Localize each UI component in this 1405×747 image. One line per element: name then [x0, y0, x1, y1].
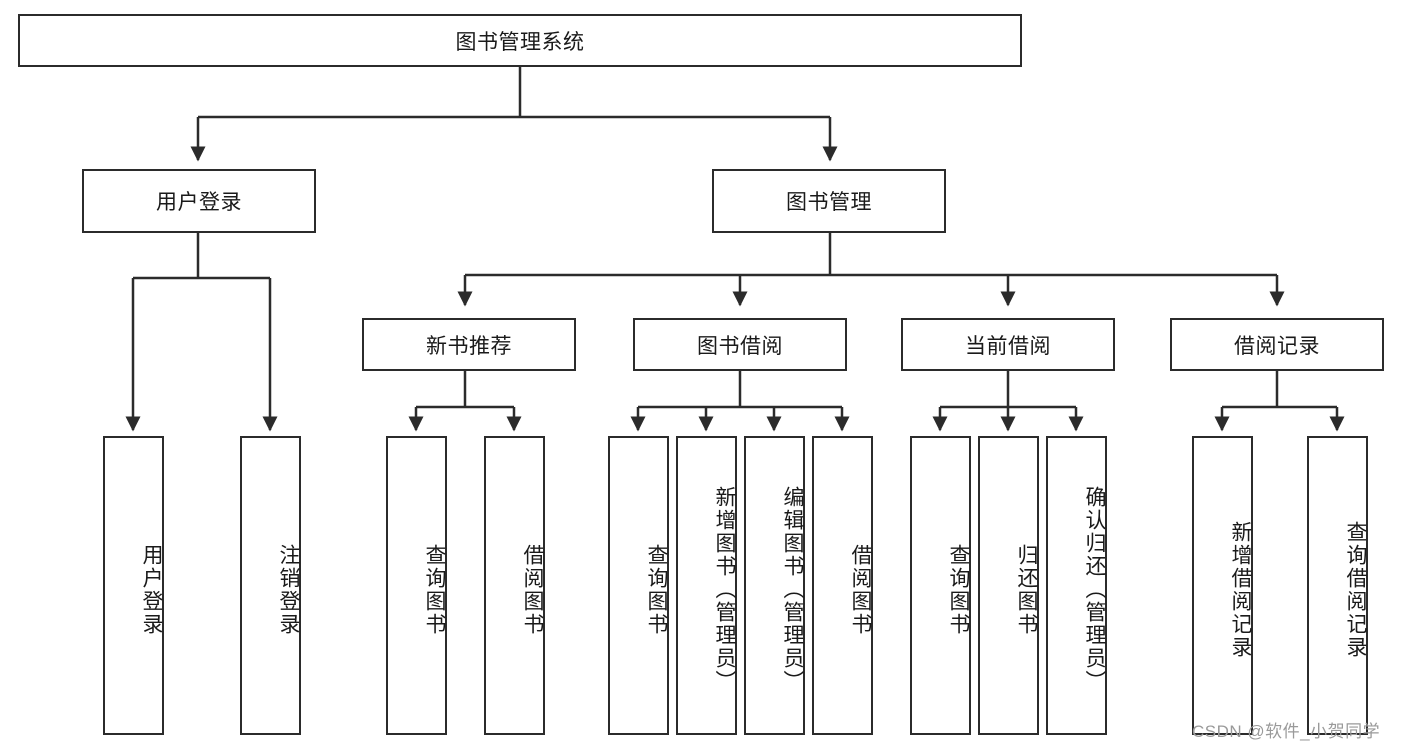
node-book-management-label: 图书管理 [786, 191, 872, 214]
node-root-label: 图书管理系统 [455, 30, 585, 54]
node-leaf-borrow-book-1[interactable]: 借阅图书 [484, 436, 545, 735]
node-leaf-edit-book-label: 编辑图书（管理员） [781, 486, 804, 693]
node-book-borrow[interactable]: 图书借阅 [633, 318, 847, 371]
node-current-borrow-label: 当前借阅 [965, 334, 1051, 358]
node-current-borrow[interactable]: 当前借阅 [901, 318, 1115, 371]
node-leaf-logout[interactable]: 注销登录 [240, 436, 301, 735]
node-new-book-recommend-label: 新书推荐 [426, 334, 512, 358]
node-leaf-user-login[interactable]: 用户登录 [103, 436, 164, 735]
node-leaf-query-book-3[interactable]: 查询图书 [910, 436, 971, 735]
node-leaf-return-book[interactable]: 归还图书 [978, 436, 1039, 735]
node-leaf-borrow-book-1-label: 借阅图书 [521, 543, 544, 636]
node-leaf-add-record[interactable]: 新增借阅记录 [1192, 436, 1253, 735]
node-leaf-add-record-label: 新增借阅记录 [1229, 520, 1252, 659]
node-book-borrow-label: 图书借阅 [697, 334, 783, 358]
csdn-watermark: CSDN @软件_小贺同学 [1192, 722, 1381, 741]
node-leaf-query-book-1-label: 查询图书 [423, 543, 446, 636]
node-leaf-query-book-3-label: 查询图书 [947, 543, 970, 636]
node-leaf-confirm-return[interactable]: 确认归还（管理员） [1046, 436, 1107, 735]
node-user-login-label: 用户登录 [156, 191, 242, 214]
node-leaf-user-login-label: 用户登录 [140, 543, 163, 636]
node-leaf-query-book-2-label: 查询图书 [645, 543, 668, 636]
node-root[interactable]: 图书管理系统 [18, 14, 1022, 67]
node-leaf-logout-label: 注销登录 [277, 543, 300, 636]
node-leaf-add-book-label: 新增图书（管理员） [713, 486, 736, 693]
node-book-management[interactable]: 图书管理 [712, 169, 946, 233]
node-leaf-confirm-return-label: 确认归还（管理员） [1083, 486, 1106, 693]
node-user-login[interactable]: 用户登录 [82, 169, 316, 233]
node-borrow-record-label: 借阅记录 [1234, 334, 1320, 358]
node-new-book-recommend[interactable]: 新书推荐 [362, 318, 576, 371]
node-leaf-query-record-label: 查询借阅记录 [1344, 520, 1367, 659]
node-borrow-record[interactable]: 借阅记录 [1170, 318, 1384, 371]
node-leaf-borrow-book-2[interactable]: 借阅图书 [812, 436, 873, 735]
node-leaf-return-book-label: 归还图书 [1015, 543, 1038, 636]
node-leaf-borrow-book-2-label: 借阅图书 [849, 543, 872, 636]
node-leaf-edit-book[interactable]: 编辑图书（管理员） [744, 436, 805, 735]
node-leaf-query-book-1[interactable]: 查询图书 [386, 436, 447, 735]
node-leaf-add-book[interactable]: 新增图书（管理员） [676, 436, 737, 735]
node-leaf-query-record[interactable]: 查询借阅记录 [1307, 436, 1368, 735]
node-leaf-query-book-2[interactable]: 查询图书 [608, 436, 669, 735]
